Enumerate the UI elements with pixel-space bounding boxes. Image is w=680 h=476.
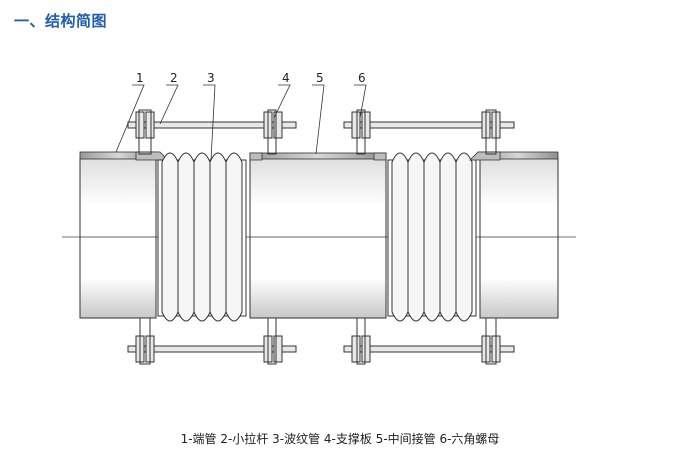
bellows-left — [157, 152, 247, 322]
tie-rod-bottom-left — [127, 317, 297, 365]
leader-lines — [115, 84, 367, 161]
middle-pipe — [249, 152, 387, 319]
tie-rod-bottom-right — [343, 317, 515, 365]
callout-1: 1 — [136, 71, 144, 85]
section-title: 一、结构简图 — [14, 12, 108, 30]
end-pipe-left — [79, 151, 169, 319]
end-pipe-right — [469, 151, 559, 319]
callout-3: 3 — [207, 71, 215, 85]
bellows-right — [387, 152, 477, 322]
callout-2: 2 — [170, 71, 178, 85]
callout-4: 4 — [282, 71, 290, 85]
tie-rod-top-right — [343, 109, 515, 155]
callout-6: 6 — [358, 71, 366, 85]
tie-rod-top-left — [127, 109, 297, 155]
callout-5: 5 — [316, 71, 324, 85]
legend: 1-端管 2-小拉杆 3-波纹管 4-支撑板 5-中间接管 6-六角螺母 — [180, 432, 500, 446]
